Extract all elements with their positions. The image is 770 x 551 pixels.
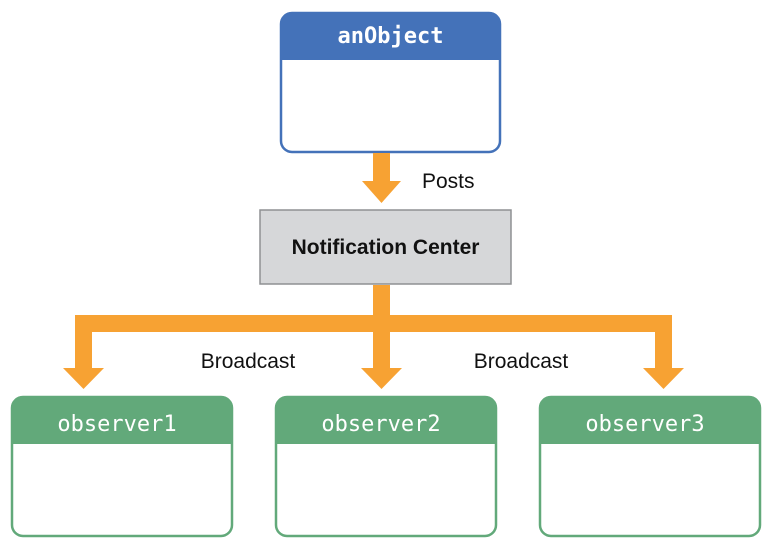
observer-box-3-header xyxy=(540,397,760,444)
broadcast-leg-left xyxy=(75,315,92,370)
notification-center-box: Notification Center xyxy=(259,209,512,285)
observer-box-3: observer3 xyxy=(538,395,762,538)
observer-box-2: observer2 xyxy=(274,395,498,538)
broadcast-leg-right xyxy=(655,315,672,370)
observer-box-2-header xyxy=(276,397,496,444)
posts-arrow xyxy=(362,153,401,203)
broadcast-arrowhead-right xyxy=(643,368,684,389)
broadcast-arrowhead-middle xyxy=(361,368,402,389)
observer-box-2-title: observer2 xyxy=(321,412,440,437)
broadcast-arrowhead-left xyxy=(63,368,104,389)
observer-box-3-title: observer3 xyxy=(585,412,704,437)
observer-box-2-frame xyxy=(274,395,498,538)
observer-box-1-frame xyxy=(10,395,234,538)
sender-box: anObject xyxy=(279,11,502,154)
observer-box-1: observer1 xyxy=(10,395,234,538)
broadcast-label-left: Broadcast xyxy=(201,350,296,373)
observer-box-1-title: observer1 xyxy=(57,412,176,437)
posts-label: Posts xyxy=(422,170,475,193)
sender-box-title: anObject xyxy=(338,24,444,49)
observer-box-3-frame xyxy=(538,395,762,538)
broadcast-label-right: Broadcast xyxy=(474,350,569,373)
observer-box-1-header xyxy=(12,397,232,444)
broadcast-leg-middle xyxy=(373,315,390,370)
sender-box-frame xyxy=(279,11,502,154)
broadcast-arrows xyxy=(63,285,684,389)
sender-box-header xyxy=(281,13,500,60)
broadcast-stem xyxy=(373,285,390,315)
notification-center-title: Notification Center xyxy=(292,236,480,259)
